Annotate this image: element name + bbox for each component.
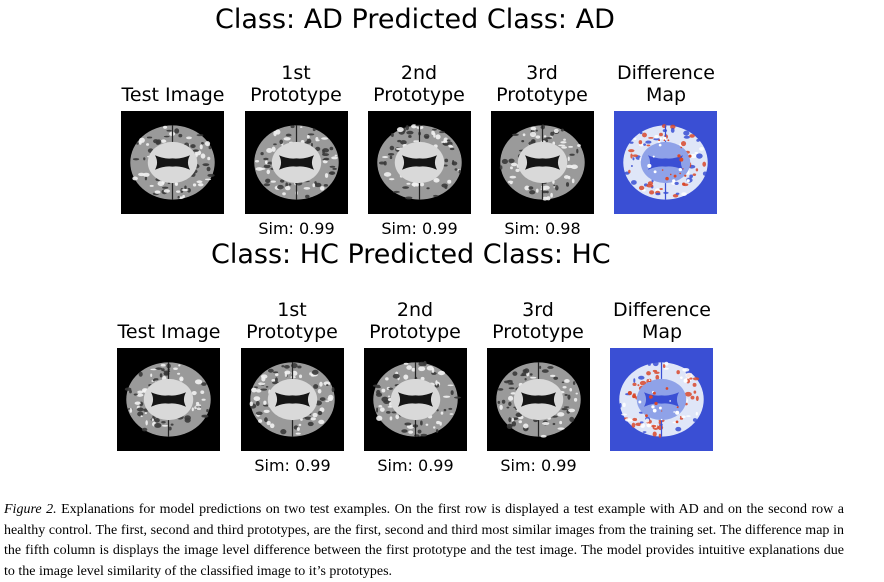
figure-caption: Figure 2. Explanations for model predict… (4, 500, 844, 582)
row-2-prototype-3-image (487, 348, 590, 451)
row-1-title: Class: AD Predicted Class: AD (215, 4, 615, 35)
row-2-col-test-header: Test Image (117, 321, 221, 343)
row-2-test-image (117, 348, 220, 451)
figure-caption-text: Explanations for model predictions on tw… (4, 502, 844, 579)
row-1-col-test-header: Test Image (121, 84, 225, 106)
row-2-sim-2: Sim: 0.99 (377, 456, 454, 475)
row-2-difference-map (610, 348, 713, 451)
row-2-prototype-1-image (241, 348, 344, 451)
row-2-sim-3: Sim: 0.99 (500, 456, 577, 475)
row-1-sim-2: Sim: 0.99 (381, 219, 458, 238)
figure-label: Figure 2. (4, 502, 57, 517)
row-1-prototype-1-image (245, 111, 348, 214)
row-1-prototype-2-image (368, 111, 471, 214)
row-1-difference-map (614, 111, 717, 214)
row-2-sim-1: Sim: 0.99 (254, 456, 331, 475)
row-1-sim-3: Sim: 0.98 (504, 219, 581, 238)
row-1-test-image (121, 111, 224, 214)
row-2-prototype-2-image (364, 348, 467, 451)
row-1-prototype-3-image (491, 111, 594, 214)
row-1-sim-1: Sim: 0.99 (258, 219, 335, 238)
row-2-title: Class: HC Predicted Class: HC (211, 239, 611, 270)
